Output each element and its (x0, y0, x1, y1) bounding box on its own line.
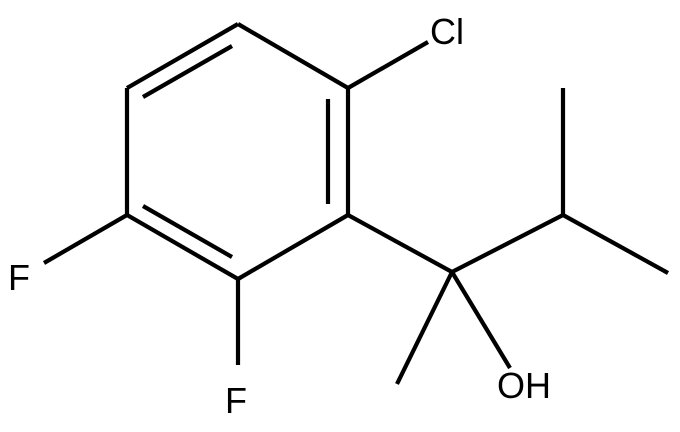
bond-c-oh (450, 270, 512, 370)
ring-bond-top-right (236, 22, 350, 90)
ring-bond-top-inner (141, 44, 234, 99)
bond-to-isopropyl-ch (451, 213, 564, 274)
bond-ring-to-quaternary-carbon (346, 213, 454, 274)
bond-c-cl (346, 40, 430, 90)
bond-isopropyl-methyl-right (561, 213, 670, 275)
atom-label-f-upper: F (8, 257, 30, 298)
ring-bond-bottom-left (125, 213, 240, 281)
ring-bond-bottom-right (236, 213, 350, 281)
atom-label-f-lower: F (225, 380, 247, 421)
bond-methyl (395, 271, 454, 385)
atom-label-cl: Cl (430, 11, 464, 52)
bond-c-f-upper (42, 213, 129, 265)
atom-label-oh: OH (497, 365, 551, 406)
benzene-ring (124, 22, 351, 281)
ring-bond-bottom-left-inner (141, 204, 234, 259)
ring-bond-top (125, 22, 240, 90)
